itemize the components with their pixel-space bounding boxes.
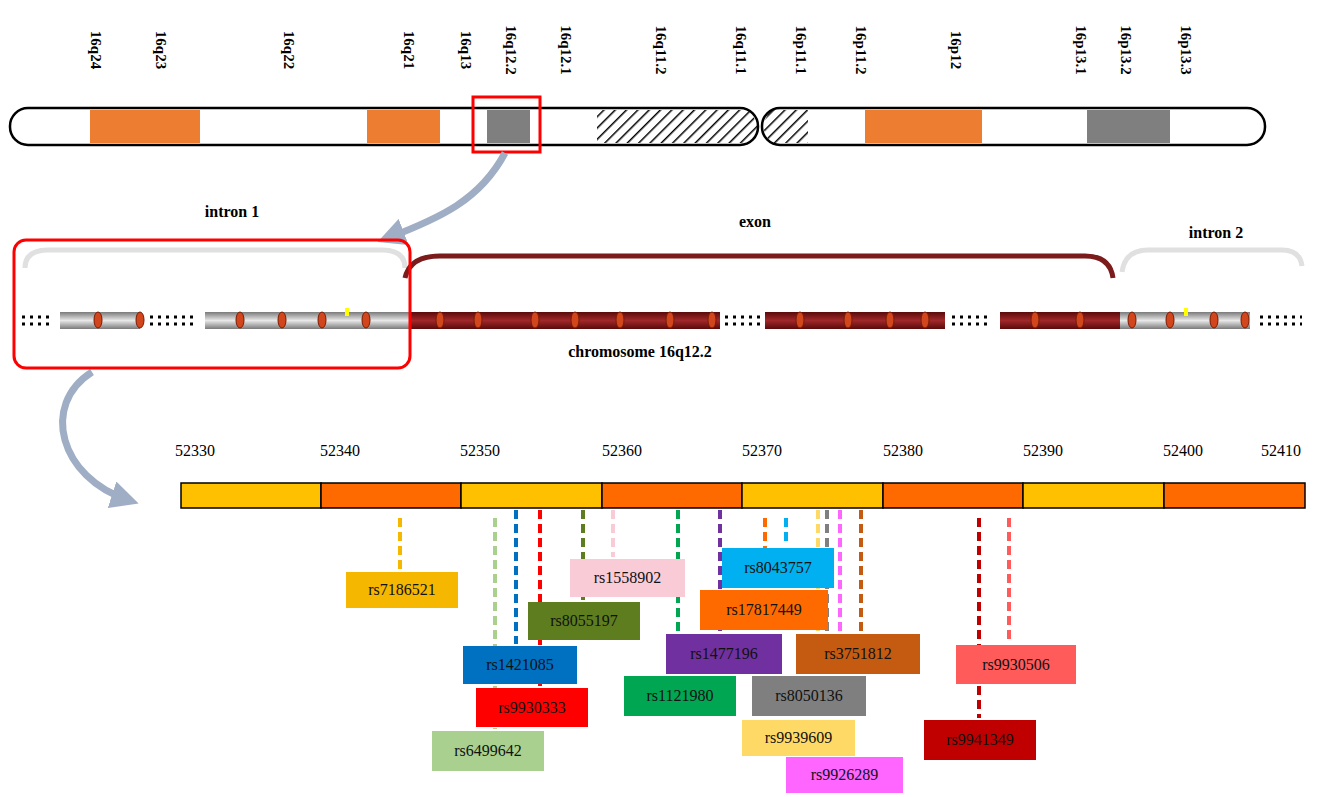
position-number: 52400: [1163, 443, 1203, 459]
band-label: 16q23: [153, 31, 168, 69]
snp-box: rs17817449: [700, 590, 828, 630]
band-label: 16q12.1: [558, 25, 573, 75]
band-label: 16p12: [948, 31, 963, 69]
position-number: 52390: [1023, 443, 1063, 459]
region-label: intron 2: [1189, 225, 1243, 241]
intron-bracket: [25, 250, 405, 268]
band-label: 16q11.1: [733, 26, 748, 75]
position-number: 52380: [883, 443, 923, 459]
snp-box: rs1421085: [463, 646, 577, 684]
snp-box: rs1558902: [570, 559, 685, 597]
snp-id: rs9941349: [946, 732, 1014, 748]
region-label: exon: [739, 214, 771, 230]
snp-id: rs9930506: [982, 657, 1050, 673]
band-label: 16p13.2: [1118, 25, 1133, 75]
snp-box: rs1121980: [624, 676, 736, 716]
snp-id: rs3751812: [824, 646, 892, 662]
position-number: 52370: [742, 443, 782, 459]
position-number: 52340: [320, 443, 360, 459]
zoom-arrow: [388, 153, 505, 238]
chromosome-ideogram: [10, 97, 1265, 152]
snp-id: rs9930333: [498, 700, 566, 716]
exon-bracket: [405, 256, 1113, 278]
snp-leader-lines: [400, 510, 1009, 755]
band-label: 16q24: [88, 31, 103, 69]
position-number: 52360: [602, 443, 642, 459]
snp-box: rs8050136: [752, 676, 866, 716]
snp-id: rs1421085: [486, 657, 554, 673]
band-label: 16p13.1: [1073, 25, 1088, 75]
band-label: 16q22: [281, 31, 296, 69]
snp-box: rs9926289: [786, 757, 903, 793]
band-label: 16p11.1: [793, 26, 808, 75]
band-label: 16q12.2: [503, 25, 518, 75]
snp-id: rs1121980: [647, 688, 714, 704]
snp-box: rs3751812: [796, 634, 920, 674]
snp-box: rs9930333: [476, 688, 588, 727]
snp-box: rs8043757: [722, 548, 834, 588]
snp-id: rs1558902: [594, 570, 662, 586]
snp-box: rs9941349: [924, 720, 1036, 760]
snp-box: rs6499642: [432, 731, 544, 771]
scale-bar: [181, 483, 1305, 508]
region-label: intron 1: [205, 204, 259, 220]
snp-id: rs8050136: [775, 688, 843, 704]
snp-id: rs9926289: [811, 767, 879, 783]
snp-id: rs6499642: [454, 743, 522, 759]
snp-id: rs8055197: [550, 613, 618, 629]
band-label: 16q13: [458, 31, 473, 69]
snp-box: rs9930506: [956, 645, 1076, 684]
position-number: 52350: [460, 443, 500, 459]
zoom-arrow: [63, 372, 128, 500]
band-label: 16q21: [401, 31, 416, 69]
position-number: 52410: [1261, 443, 1301, 459]
snp-box: rs9939609: [742, 720, 855, 756]
region-highlight: [14, 240, 410, 368]
position-number: 52330: [175, 443, 215, 459]
gene-track: [22, 308, 1302, 329]
band-label: 16p13.3: [1178, 25, 1193, 75]
snp-id: rs1477196: [690, 646, 758, 662]
snp-id: rs8043757: [744, 560, 812, 576]
snp-box: rs1477196: [666, 634, 782, 674]
snp-box: rs8055197: [528, 602, 640, 640]
snp-id: rs9939609: [765, 730, 833, 746]
chromosome-label: chromosome 16q12.2: [568, 344, 712, 360]
snp-id: rs17817449: [726, 602, 802, 618]
band-label: 16q11.2: [653, 26, 668, 75]
snp-box: rs7186521: [346, 572, 458, 608]
snp-id: rs7186521: [368, 582, 436, 598]
band-label: 16p11.2: [853, 26, 868, 75]
intron-bracket: [1122, 250, 1302, 272]
